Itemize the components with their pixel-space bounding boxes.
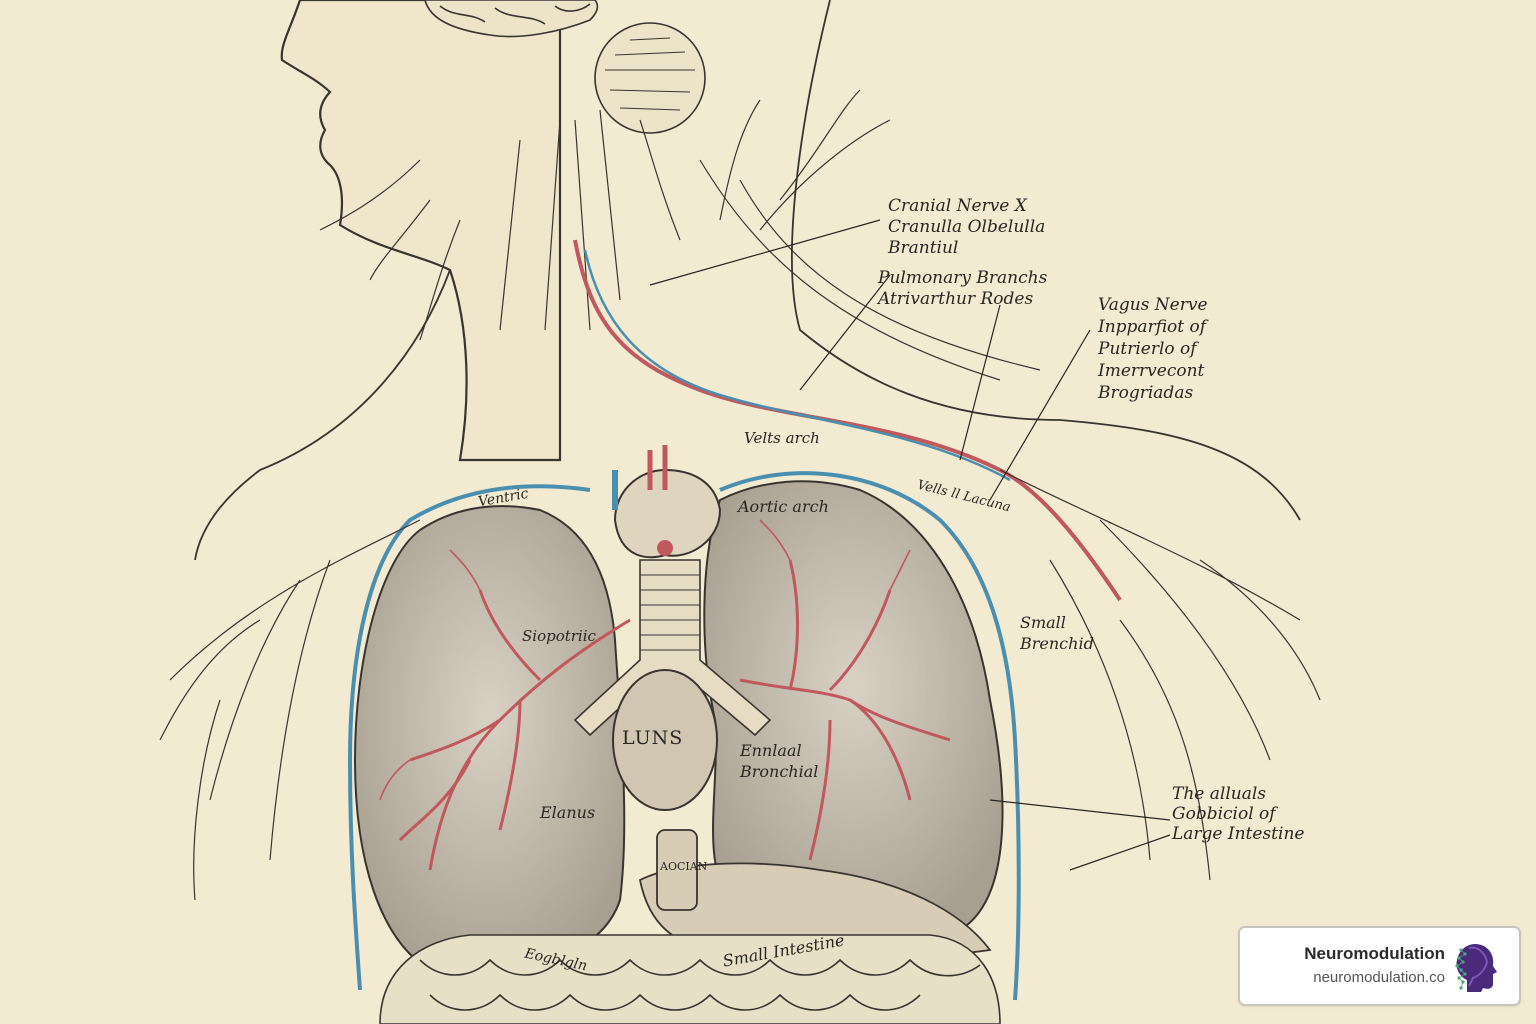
label-line: Pulmonary Branchs: [878, 268, 1048, 288]
label-siopotriic: Siopotriic: [522, 627, 596, 645]
brain-head-logo-icon: [1455, 944, 1497, 992]
label-large-intestine: The alluals Gobbiciol of Large Intestine: [1172, 784, 1304, 844]
label-line: Cranial Nerve X: [888, 196, 1027, 216]
bronchial-tree-right: [739, 519, 951, 861]
head-profile: [280, 0, 562, 462]
label-line: Large Intestine: [1172, 824, 1305, 844]
label-line: Cranulla Olbelulla: [888, 217, 1046, 237]
label-line: Brogriadas: [1098, 383, 1194, 403]
label-elanus: Elanus: [540, 803, 596, 822]
label-vagus-nerve: Vagus Nerve Inpparfiot of Putrierlo of I…: [1098, 294, 1208, 404]
nerve-branches: [159, 89, 1321, 901]
brand-url: neuromodulation.co: [1313, 969, 1445, 986]
label-line: Brantiul: [888, 238, 959, 258]
label-line: Brenchid: [1020, 634, 1094, 653]
neck-shoulders: [194, 0, 1301, 561]
label-bronchial: Ennlaal Bronchial: [740, 740, 818, 782]
label-line: Ennlaal: [740, 741, 802, 760]
label-line: Atrivarthur Rodes: [878, 289, 1034, 309]
vessels: [347, 239, 1122, 1001]
label-line: Imerrvecont: [1098, 361, 1205, 381]
label-line: Bronchial: [740, 762, 819, 781]
label-luns: LUNS: [622, 727, 684, 749]
bronchial-tree-left: [379, 549, 631, 871]
label-small-bronchid: Small Brenchid: [1020, 612, 1094, 654]
label-line: Putrierlo of: [1098, 339, 1197, 359]
label-line: Small: [1020, 613, 1066, 632]
label-cranial-nerve: Cranial Nerve X Cranulla Olbelulla Brant…: [888, 196, 1045, 259]
label-pulmonary-branches: Pulmonary Branchs Atrivarthur Rodes: [878, 268, 1047, 310]
label-line: The alluals: [1172, 784, 1267, 804]
label-line: Inpparfiot of: [1098, 317, 1207, 337]
leader-lines: [649, 219, 1171, 871]
brain: [424, 0, 706, 134]
label-line: Vagus Nerve: [1098, 295, 1208, 315]
brand-name: Neuromodulation: [1304, 944, 1445, 963]
heart: [612, 445, 722, 811]
brand-badge[interactable]: Neuromodulation neuromodulation.co: [1238, 926, 1521, 1006]
label-velts-arch: Velts arch: [744, 429, 820, 447]
label-aortic-arch: Aortic arch: [738, 497, 829, 516]
intestines: [379, 934, 1001, 1024]
left-lung: [353, 505, 626, 972]
label-aocian: AOCIAN: [660, 860, 708, 873]
label-line: Gobbiciol of: [1172, 804, 1276, 824]
